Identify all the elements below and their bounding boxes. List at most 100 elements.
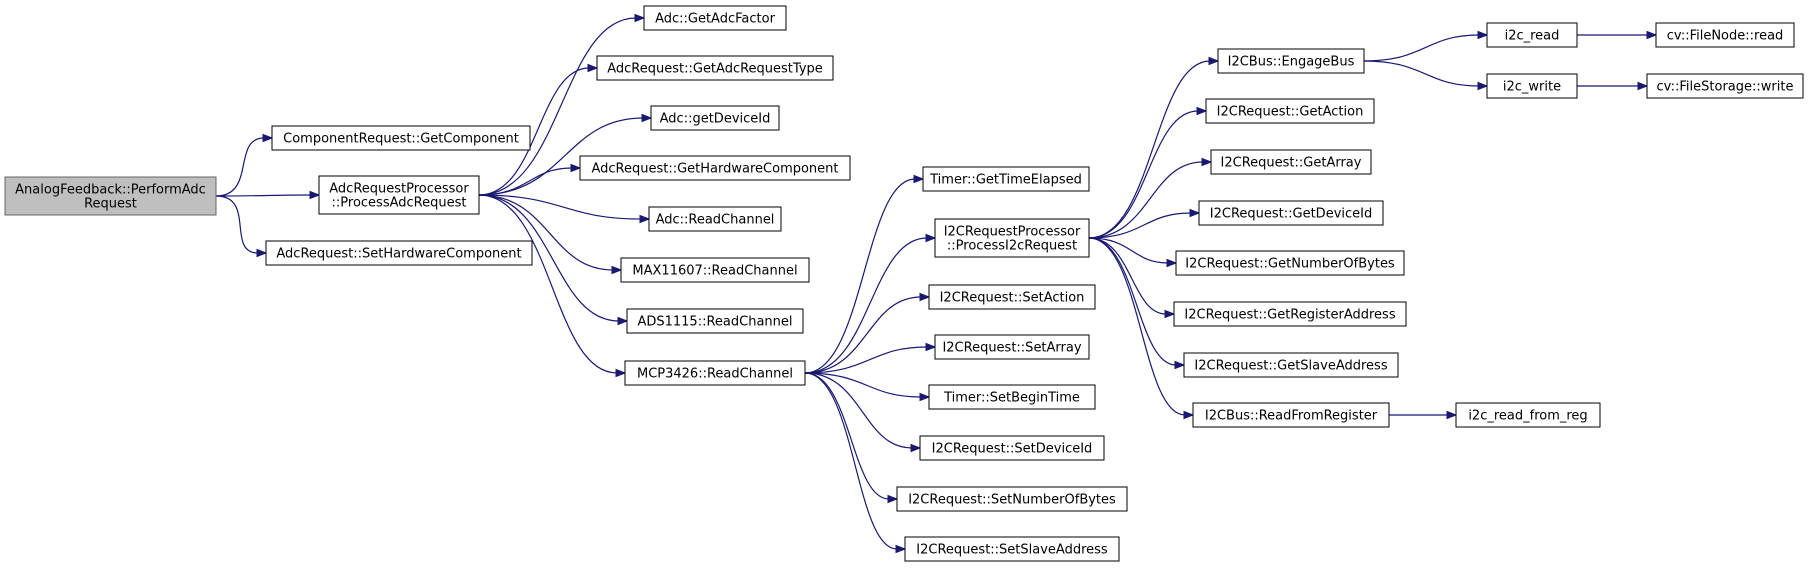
arrowhead: [634, 13, 646, 23]
node-box[interactable]: [1486, 73, 1578, 99]
edge-proc-to-max: [478, 194, 614, 271]
node-fswrite[interactable]: cv::FileStorage::write: [1646, 73, 1804, 99]
node-label: Adc::ReadChannel: [656, 213, 775, 228]
edge-proc-to-mcp: [478, 194, 618, 374]
edge-mcp-to-setarray: [804, 346, 928, 374]
node-label: Timer::SetBeginTime: [943, 391, 1080, 406]
node-label: ::ProcessI2cRequest: [947, 239, 1077, 254]
node-readfromreg[interactable]: I2CBus::ReadFromRegister: [1192, 402, 1390, 428]
edge-proc-to-readch: [478, 194, 642, 220]
node-box[interactable]: [1217, 48, 1365, 74]
node-box[interactable]: [579, 155, 851, 181]
node-getaction[interactable]: I2CRequest::GetAction: [1205, 98, 1375, 124]
node-label: I2CRequest::GetNumberOfBytes: [1185, 257, 1395, 272]
node-box[interactable]: [626, 308, 804, 334]
arrowhead: [617, 316, 629, 326]
node-box[interactable]: [624, 360, 806, 386]
node-box[interactable]: [643, 5, 787, 31]
edge-i2cproc-to-getarray: [1088, 161, 1204, 239]
node-box[interactable]: [922, 166, 1090, 192]
arrowhead: [1477, 81, 1489, 91]
node-box[interactable]: [1183, 352, 1399, 378]
node-label: ::ProcessAdcRequest: [332, 196, 467, 211]
node-getfactor[interactable]: Adc::GetAdcFactor: [643, 5, 787, 31]
node-box[interactable]: [919, 435, 1105, 461]
node-label: ComponentRequest::GetComponent: [283, 132, 519, 147]
node-setdevid[interactable]: I2CRequest::SetDeviceId: [919, 435, 1105, 461]
node-box[interactable]: [1198, 200, 1384, 226]
arrowhead: [1201, 157, 1213, 167]
node-setarray[interactable]: I2CRequest::SetArray: [934, 334, 1090, 360]
node-readch[interactable]: Adc::ReadChannel: [648, 206, 782, 232]
node-label: I2CRequest::GetSlaveAddress: [1194, 359, 1387, 374]
node-engage[interactable]: I2CBus::EngageBus: [1217, 48, 1365, 74]
node-label: i2c_read: [1505, 29, 1560, 44]
node-label: Adc::GetAdcFactor: [655, 12, 776, 27]
node-max[interactable]: MAX11607::ReadChannel: [620, 257, 810, 283]
node-box[interactable]: [1455, 402, 1601, 428]
node-elapsed[interactable]: Timer::GetTimeElapsed: [922, 166, 1090, 192]
node-i2cgetdevid[interactable]: I2CRequest::GetDeviceId: [1198, 200, 1384, 226]
node-getreqtype[interactable]: AdcRequest::GetAdcRequestType: [596, 55, 834, 81]
node-label: AnalogFeedback::PerformAdc: [15, 183, 206, 198]
node-box[interactable]: [650, 105, 780, 131]
edge-mcp-to-setaction: [804, 296, 922, 374]
node-box[interactable]: [620, 257, 810, 283]
node-compreq[interactable]: ComponentRequest::GetComponent: [271, 125, 531, 151]
node-setnbytes[interactable]: I2CRequest::SetNumberOfBytes: [896, 486, 1128, 512]
node-readfromreg2[interactable]: i2c_read_from_reg: [1455, 402, 1601, 428]
node-label: I2CBus::ReadFromRegister: [1205, 409, 1378, 424]
node-box[interactable]: [934, 218, 1090, 258]
node-box[interactable]: [1173, 301, 1407, 327]
node-mcp[interactable]: MCP3426::ReadChannel: [624, 360, 806, 386]
node-i2cwrite[interactable]: i2c_write: [1486, 73, 1578, 99]
node-box[interactable]: [318, 175, 480, 215]
node-fnread[interactable]: cv::FileNode::read: [1655, 22, 1795, 48]
node-getslave[interactable]: I2CRequest::GetSlaveAddress: [1183, 352, 1399, 378]
node-label: cv::FileNode::read: [1667, 29, 1784, 44]
node-box[interactable]: [1175, 250, 1405, 276]
node-setaction[interactable]: I2CRequest::SetAction: [928, 284, 1096, 310]
node-box[interactable]: [1205, 98, 1375, 124]
node-box[interactable]: [1486, 22, 1578, 48]
node-getarray[interactable]: I2CRequest::GetArray: [1210, 149, 1372, 175]
node-setbegin[interactable]: Timer::SetBeginTime: [928, 384, 1096, 410]
node-box[interactable]: [904, 536, 1120, 562]
node-box[interactable]: [928, 384, 1096, 410]
node-box[interactable]: [4, 176, 217, 216]
node-box[interactable]: [1192, 402, 1390, 428]
node-getdevid[interactable]: Adc::getDeviceId: [650, 105, 780, 131]
node-box[interactable]: [1655, 22, 1795, 48]
edge-mcp-to-setslave: [804, 372, 898, 550]
node-box[interactable]: [265, 240, 533, 266]
node-box[interactable]: [896, 486, 1128, 512]
node-label: I2CRequest::SetAction: [940, 291, 1085, 306]
node-box[interactable]: [934, 334, 1090, 360]
node-box[interactable]: [1210, 149, 1372, 175]
edge-proc-to-getreqtype: [478, 67, 590, 196]
edge-i2cproc-to-readfromreg: [1088, 237, 1186, 416]
node-label: AdcRequestProcessor: [329, 182, 469, 197]
arrowhead: [910, 443, 922, 453]
node-label: I2CRequest::GetDeviceId: [1210, 207, 1372, 222]
node-ads[interactable]: ADS1115::ReadChannel: [626, 308, 804, 334]
node-sethw[interactable]: AdcRequest::SetHardwareComponent: [265, 240, 533, 266]
arrowhead: [1166, 258, 1178, 268]
node-box[interactable]: [271, 125, 531, 151]
arrowhead: [1189, 208, 1201, 218]
node-i2cproc[interactable]: I2CRequestProcessor::ProcessI2cRequest: [934, 218, 1090, 258]
node-box[interactable]: [1646, 73, 1804, 99]
edge-i2cproc-to-getregaddr: [1088, 237, 1167, 315]
node-box[interactable]: [596, 55, 834, 81]
node-gethw[interactable]: AdcRequest::GetHardwareComponent: [579, 155, 851, 181]
node-setslave[interactable]: I2CRequest::SetSlaveAddress: [904, 536, 1120, 562]
node-box[interactable]: [928, 284, 1096, 310]
edge-i2cproc-to-getnbytes: [1088, 237, 1169, 264]
node-proc[interactable]: AdcRequestProcessor::ProcessAdcRequest: [318, 175, 480, 215]
node-label: I2CRequest::GetRegisterAddress: [1184, 308, 1395, 323]
node-getregaddr[interactable]: I2CRequest::GetRegisterAddress: [1173, 301, 1407, 327]
node-getnbytes[interactable]: I2CRequest::GetNumberOfBytes: [1175, 250, 1405, 276]
node-i2cread[interactable]: i2c_read: [1486, 22, 1578, 48]
node-box[interactable]: [648, 206, 782, 232]
